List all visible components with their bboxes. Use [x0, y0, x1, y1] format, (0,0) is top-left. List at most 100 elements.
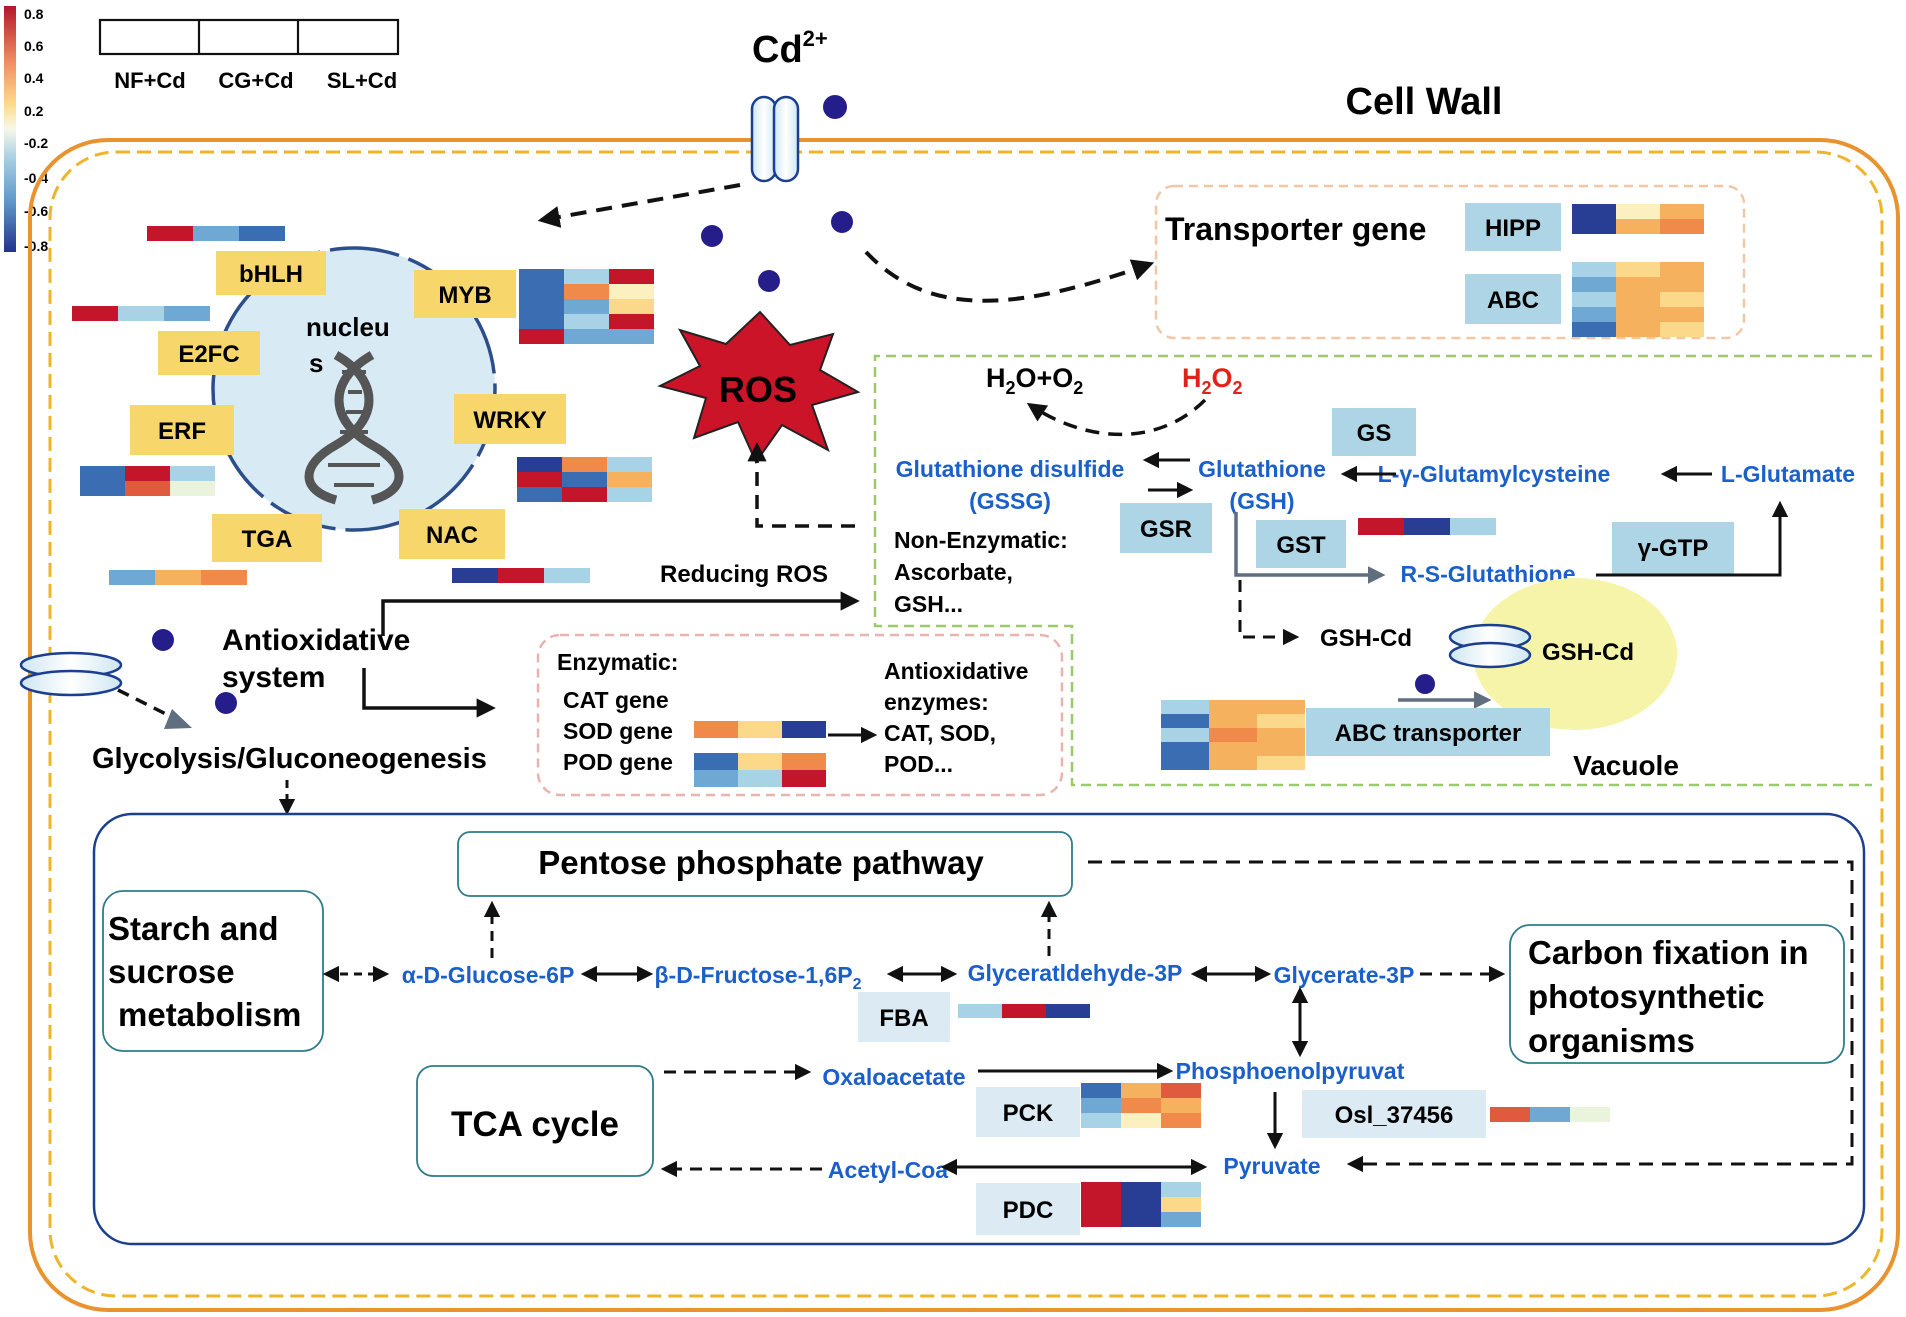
pck-label: PCK	[1003, 1100, 1054, 1127]
tf-myb: MYB	[438, 282, 491, 309]
gsr-label: GSR	[1140, 516, 1192, 543]
glutamate-label: L-Glutamate	[1721, 461, 1855, 487]
heatmap-cell	[1660, 219, 1704, 234]
glycolysis-arrowhead	[164, 709, 192, 729]
heatmap-cell	[519, 329, 564, 344]
heatmap-cell	[80, 466, 125, 481]
heatmap-cell	[1121, 1113, 1161, 1128]
heatmap-cell	[609, 314, 654, 329]
arrow-rsg-to-glutamate	[1596, 500, 1789, 577]
heatmap-cell	[958, 1004, 1002, 1018]
enzymatic-title: Enzymatic:	[557, 649, 678, 675]
vacuole	[1473, 578, 1677, 730]
sod-gene-label: SOD gene	[563, 718, 673, 744]
acetyl-label: Acetyl-Coa	[828, 1157, 948, 1183]
heatmap-cell	[609, 269, 654, 284]
glucose-label: α-D-Glucose-6P	[402, 962, 575, 988]
heatmap-cell	[517, 487, 562, 502]
abc-transporter-label: ABC transporter	[1335, 720, 1522, 747]
heatmap-cell	[1450, 518, 1496, 535]
heatmap-cell	[694, 721, 738, 738]
heatmap-cell	[72, 306, 118, 321]
heatmap-cell	[1161, 742, 1209, 756]
heatmap-cell	[1161, 728, 1209, 742]
legend-columns-box	[98, 18, 400, 56]
heatmap-cell	[1616, 204, 1660, 219]
tf-wrky-box	[454, 394, 566, 444]
arrow-gsh-to-gshcd	[1238, 580, 1300, 646]
heatmap-cell	[519, 299, 564, 314]
enzymatic-panel	[536, 633, 1064, 797]
heatmap-cell	[782, 770, 826, 787]
colorbar-tick-label: -0.2	[24, 135, 48, 151]
enzymes-label-2: enzymes:	[884, 689, 989, 715]
heatmap-cell	[1121, 1083, 1161, 1098]
heatmap-cell	[1616, 292, 1660, 307]
legend-col-nf: NF+Cd	[114, 68, 186, 93]
gsh-label-2: (GSH)	[1229, 488, 1294, 514]
pdc-label: PDC	[1003, 1197, 1054, 1224]
heatmap-sod	[694, 721, 826, 738]
enzymes-label: Antioxidative	[884, 658, 1028, 684]
legend-col-sl: SL+Cd	[327, 68, 397, 93]
heatmap-cell	[564, 314, 609, 329]
ggtp-label: γ-GTP	[1638, 535, 1709, 562]
heatmap-cell	[564, 329, 609, 344]
fba-box	[858, 992, 950, 1042]
heatmap-cell	[1616, 322, 1660, 337]
heatmap-cell	[1121, 1098, 1161, 1113]
carbon-box	[1509, 924, 1845, 1064]
heatmap-pod	[694, 753, 826, 787]
heatmap-cell	[170, 466, 215, 481]
arrow-antiox-to-nonenz	[381, 591, 860, 636]
heatmap-cell	[1046, 1004, 1090, 1018]
heatmap-cell	[607, 472, 652, 487]
abc-box	[1465, 274, 1561, 324]
h2o-o2-label: H2O+O2	[986, 363, 1083, 398]
heatmap-cell	[1570, 1107, 1610, 1122]
heatmap-cell	[564, 299, 609, 314]
heatmap-cell	[125, 466, 170, 481]
colorbar-tick-label: 0.4	[24, 70, 44, 86]
ppp-box	[457, 831, 1073, 897]
heatmap-cell	[519, 284, 564, 299]
colorbar-tick-label: 0.8	[24, 6, 44, 22]
g3p-label: Glyceratldehyde-3P	[968, 960, 1183, 986]
abc-transporter-box	[1306, 708, 1550, 756]
heatmap-cell	[1572, 262, 1616, 277]
tca-label: TCA cycle	[451, 1105, 619, 1144]
tf-nac-box	[399, 509, 505, 559]
tf-erf: ERF	[158, 418, 206, 445]
heatmap-cell	[738, 753, 782, 770]
gs-box	[1332, 408, 1416, 456]
heatmap-cell	[1660, 292, 1704, 307]
gst-label: GST	[1276, 532, 1326, 559]
heatmap-cell	[1081, 1182, 1121, 1197]
heatmap-cell	[1121, 1197, 1161, 1212]
heatmap-pdc	[1081, 1182, 1201, 1227]
heatmap-cell	[1572, 322, 1616, 337]
heatmap-cell	[519, 269, 564, 284]
heatmap-cell	[562, 457, 607, 472]
heatmap-cell	[609, 299, 654, 314]
plasma-membrane-outline	[48, 150, 1884, 1298]
carbon-label-3: organisms	[1528, 1022, 1695, 1059]
pod-gene-label: POD gene	[563, 749, 673, 775]
tf-e2fc-box	[158, 331, 260, 375]
heatmap-cell	[1209, 714, 1257, 728]
pyruvate-label: Pyruvate	[1223, 1153, 1320, 1179]
heatmap-cell	[1161, 1113, 1201, 1128]
gsh-cd-label: GSH-Cd	[1320, 625, 1412, 652]
heatmap-cell	[1530, 1107, 1570, 1122]
heatmap-bhlh	[147, 226, 285, 241]
arrow-cd-to-nucleus	[537, 183, 741, 228]
gssg-label: Glutathione disulfide	[896, 456, 1125, 482]
heatmap-cell	[1616, 262, 1660, 277]
glutathione-panel	[873, 354, 1872, 787]
heatmap-cell	[1161, 756, 1209, 770]
color-legend: 0.80.60.40.2-0.2-0.4-0.6-0.8 NF+Cd CG+Cd…	[4, 6, 400, 254]
transporter-title: Transporter gene	[1165, 211, 1426, 247]
heatmap-wrky	[517, 457, 652, 502]
tf-myb-box	[414, 270, 516, 318]
